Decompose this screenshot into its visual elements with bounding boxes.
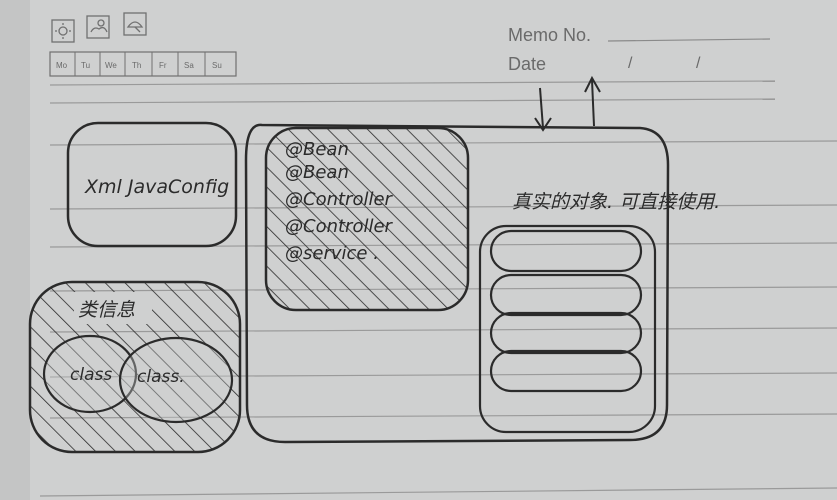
partly-cloudy-icon	[90, 26, 108, 33]
annotation-controller-2: @Controller	[285, 216, 394, 237]
weekday-th: Th	[132, 61, 141, 70]
weather-icons	[51, 12, 147, 43]
annotation-bean-2: @Bean	[285, 162, 349, 183]
annotation-box: @Bean @Bean @Controller @Controller @ser…	[264, 126, 470, 312]
weekday-we: We	[105, 61, 117, 70]
config-box	[66, 121, 238, 248]
date-label: Date	[508, 54, 546, 74]
sun-icon-box	[51, 19, 75, 43]
weekday-su: Su	[212, 61, 222, 70]
instance-note: 真实的对象. 可直接使用.	[512, 191, 720, 213]
annotation-bean-1: @Bean	[285, 139, 349, 160]
weekday-strip: Mo Tu We Th Fr Sa Su	[49, 51, 237, 77]
partly-cloudy-icon-box	[86, 15, 110, 39]
object-stack-frame	[478, 224, 657, 434]
class-oval-1	[42, 334, 138, 414]
config-box-text: Xml JavaConfig	[84, 176, 229, 198]
annotation-service: @service .	[285, 243, 379, 264]
arrow-down	[539, 87, 544, 129]
annotation-controller-1: @Controller	[285, 189, 394, 210]
object-item-1	[489, 229, 643, 273]
arrow-up	[591, 79, 595, 127]
sun-icon	[58, 26, 68, 36]
metadata-label: 类信息	[78, 299, 135, 321]
metadata-box: 类信息 class class.	[28, 280, 242, 454]
date-separator-2: /	[696, 55, 701, 72]
arrows	[534, 75, 601, 132]
class-label-1: class	[70, 365, 112, 385]
object-item-2	[489, 273, 643, 317]
weekday-mo: Mo	[56, 61, 68, 70]
umbrella-icon	[126, 21, 144, 28]
class-oval-2	[118, 336, 234, 424]
weekday-fr: Fr	[159, 61, 167, 70]
object-stack	[478, 224, 657, 434]
date-separator-1: /	[628, 55, 633, 72]
object-item-3	[489, 311, 643, 355]
class-label-2: class.	[137, 367, 185, 387]
weekday-tu: Tu	[81, 61, 90, 70]
object-item-4	[489, 349, 643, 393]
container-box	[244, 123, 670, 444]
memo-label: Memo No.	[508, 25, 591, 45]
umbrella-icon-box	[123, 12, 147, 36]
weekday-sa: Sa	[184, 61, 194, 70]
